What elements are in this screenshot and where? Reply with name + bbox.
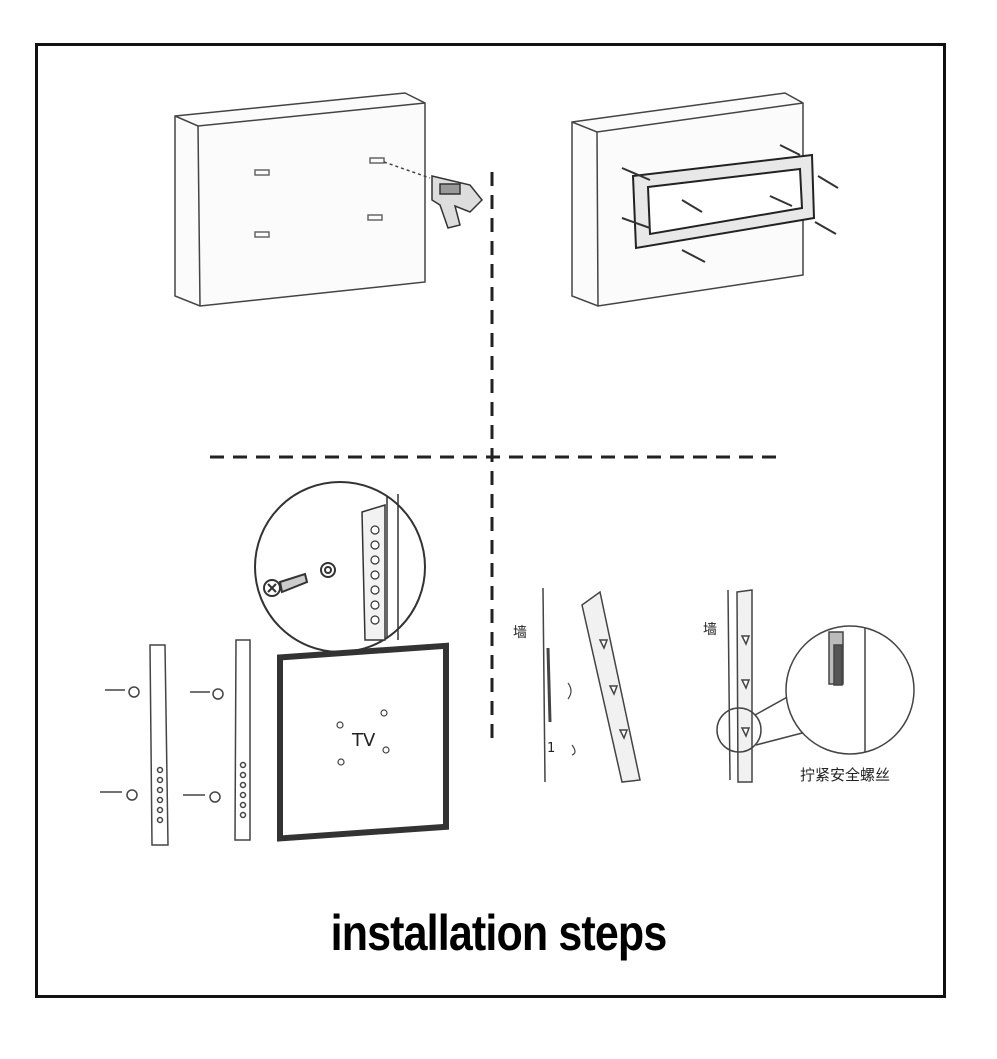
- arm-screws: [100, 686, 224, 803]
- drill-icon: [431, 175, 484, 229]
- caption-title: installation steps: [330, 905, 668, 961]
- step4-hang: 墙 1: [513, 587, 641, 783]
- step5-tighten: 墙 拧紧安全螺丝: [703, 589, 915, 784]
- detail-ring: [716, 707, 762, 753]
- wall-block-left: [174, 92, 426, 307]
- step1-wall-drill: [174, 92, 484, 307]
- bracket-screws: [621, 144, 839, 263]
- step3-magnifier: [254, 481, 426, 653]
- tv-label: TV: [351, 730, 376, 751]
- washer-icon: [320, 562, 336, 578]
- step-number-label: 1: [547, 741, 555, 756]
- wall-bracket: [631, 153, 816, 250]
- tighten-screws-label: 拧紧安全螺丝: [800, 766, 890, 784]
- screw-icon: [263, 572, 309, 597]
- tv-arms: [100, 639, 251, 846]
- step2-wall-bracket: [571, 92, 839, 307]
- wall-anchors: [254, 157, 385, 238]
- wall-label-left: 墙: [513, 625, 527, 641]
- wall-label-right: 墙: [703, 622, 717, 638]
- tv-panel: TV: [277, 642, 449, 842]
- detail-magnifier: [785, 625, 915, 755]
